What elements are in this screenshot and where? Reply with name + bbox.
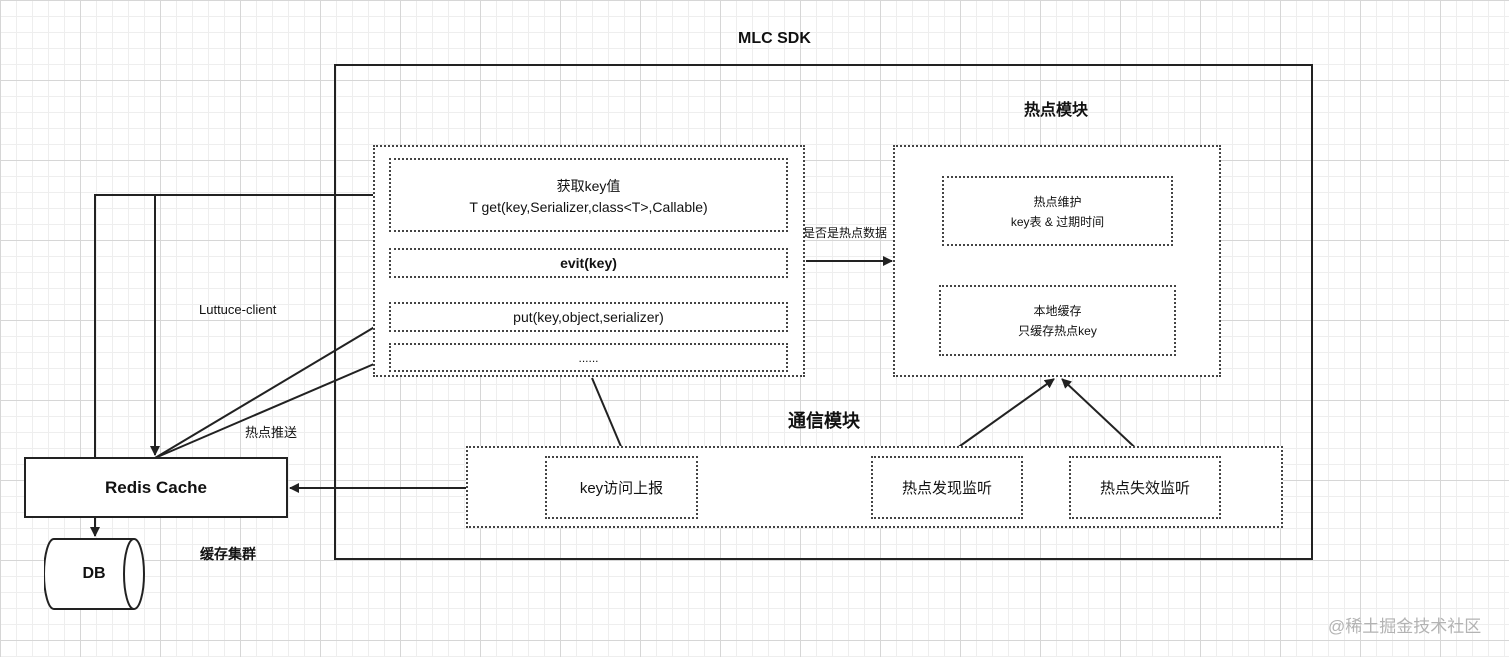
local-cache-line2: 只缓存热点key [1018,324,1097,338]
put-method-box: put(key,object,serializer) [389,302,788,332]
local-cache-box: 本地缓存 只缓存热点key [939,285,1176,356]
push-to-put-arrow [154,318,389,459]
hot-expire-listener-label: 热点失效监听 [1099,480,1190,497]
db-cylinder-shape [44,538,145,610]
expire-to-hotspot-arrow [1061,378,1145,457]
put-method-label: put(key,object,serializer) [513,309,664,325]
diagram-title: MLC SDK [738,30,811,47]
hot-discover-listener-box: 热点发现监听 [871,456,1023,519]
get-method-title: 获取key值 [556,177,621,194]
comm-module-title: 通信模块 [788,411,860,431]
get-to-db-line [90,194,155,537]
get-method-signature: T get(key,Serializer,class<T>,Callable) [469,198,708,215]
local-cache-line1: 本地缓存 [1033,304,1082,318]
hot-expire-listener-box: 热点失效监听 [1069,456,1221,519]
mlc-sdk-frame [334,64,1313,560]
more-methods-label: ...... [578,350,599,365]
more-methods-box: ...... [389,343,788,372]
redis-cache-box: Redis Cache [24,457,288,518]
hotspot-module-title: 热点模块 [1024,102,1089,119]
hotspot-maintain-box: 热点维护 key表 & 过期时间 [942,176,1173,246]
evit-method-label: evit(key) [560,255,617,271]
client-label: Luttuce-client [199,302,277,317]
redis-cache-label: Redis Cache [104,477,208,497]
hot-discover-listener-label: 热点发现监听 [901,480,992,497]
watermark: @稀土掘金技术社区 [1328,617,1482,636]
db-label-wrap: DB [54,537,134,611]
discover-to-hotspot-arrow [945,378,1055,457]
get-method-box: 获取key值 T get(key,Serializer,class<T>,Cal… [389,158,788,232]
hotspot-maintain-line2: key表 & 过期时间 [1010,214,1105,229]
key-report-box: key访问上报 [545,456,698,519]
push-label: 热点推送 [245,425,298,440]
key-report-label: key访问上报 [579,480,664,497]
db-label: DB [82,565,106,582]
is-hot-label: 是否是热点数据 [803,226,888,240]
api-to-report-arrow [591,377,627,457]
hotspot-maintain-line1: 热点维护 [1033,194,1082,209]
push-to-more-arrow [154,356,389,459]
evit-method-box: evit(key) [389,248,788,278]
cluster-label: 缓存集群 [200,546,256,562]
